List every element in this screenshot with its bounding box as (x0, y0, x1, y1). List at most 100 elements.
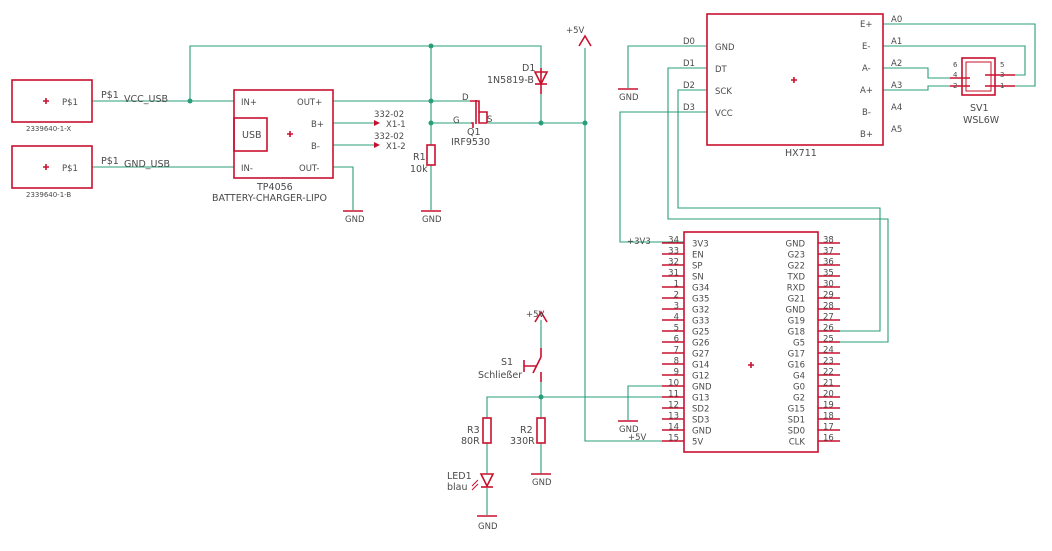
esp32-pin-number: 29 (823, 291, 834, 301)
esp32-module: 3V334EN33SP32SN31G341G352G323G334G255G26… (662, 231, 840, 453)
svg-text:R2: R2 (520, 425, 533, 436)
svg-text:4: 4 (953, 71, 958, 79)
svg-text:332-02: 332-02 (374, 132, 404, 142)
net-vcc-usb-label: VCC_USB (124, 94, 168, 105)
svg-text:A2: A2 (891, 59, 902, 69)
esp32-pin-number: 22 (823, 368, 834, 378)
esp32-pin-name: G32 (692, 306, 709, 316)
svg-text:LED1: LED1 (447, 471, 472, 482)
svg-text:GND: GND (532, 478, 552, 488)
tp4056-value: BATTERY-CHARGER-LIPO (212, 193, 327, 204)
net-pin-label: P$1 (101, 156, 119, 167)
svg-text:A0: A0 (891, 15, 902, 25)
esp32-pin-name: SD0 (788, 427, 805, 437)
svg-text:OUT-: OUT- (299, 164, 319, 174)
connector-vcc-usb: P$1 P$1 VCC_USB 2339640-1-X (11, 79, 168, 133)
svg-text:R1: R1 (413, 152, 426, 163)
esp32-pin-name: SD1 (788, 416, 805, 426)
esp32-pin-name: 5V (692, 438, 703, 448)
esp32-pin-name: G26 (692, 339, 709, 349)
esp32-pin-name: RXD (787, 284, 806, 294)
esp32-pin-number: 23 (823, 357, 834, 367)
esp32-pin-number: 38 (823, 236, 834, 246)
esp32-pin-name: G5 (793, 339, 805, 349)
esp32-pin-number: 10 (668, 379, 679, 389)
svg-text:A5: A5 (891, 125, 902, 135)
svg-text:332-02: 332-02 (374, 110, 404, 120)
svg-text:1: 1 (1000, 82, 1004, 90)
svg-text:A1: A1 (891, 37, 902, 47)
svg-text:Schließer: Schließer (478, 370, 522, 381)
resistor-r2: R2 330R (510, 417, 546, 447)
esp32-pin-number: 20 (823, 390, 834, 400)
esp32-pin-number: 9 (674, 368, 679, 378)
esp32-pin-name: G18 (788, 328, 805, 338)
esp32-pin-number: 19 (823, 401, 834, 411)
svg-text:E+: E+ (860, 20, 873, 30)
esp32-pin-name: G4 (793, 372, 805, 382)
esp32-pin-number: 26 (823, 324, 834, 334)
esp32-pin-number: 24 (823, 346, 834, 356)
esp32-pin-name: GND (786, 240, 806, 250)
d1-value: 1N5819-B (487, 75, 534, 86)
esp32-pin-name: G22 (788, 262, 805, 272)
resistor-r3: R3 80R (461, 417, 492, 447)
esp32-pin-name: TXD (786, 273, 805, 283)
esp32-pin-name: SN (692, 273, 704, 283)
diode-d1: D1 1N5819-B (487, 63, 549, 94)
esp32-pin-name: G17 (788, 350, 805, 360)
esp32-pin-name: GND (786, 306, 806, 316)
esp32-pin-name: G25 (692, 328, 709, 338)
switch-s1: S1 Schließer (478, 348, 542, 382)
svg-text:D: D (462, 93, 469, 103)
hx711-module: HX711 GND DT SCK VCC D0 D1 D2 D3 E+ E- A… (683, 13, 902, 159)
esp32-pin-number: 12 (668, 401, 679, 411)
q1-name: Q1 (467, 127, 481, 138)
svg-text:blau: blau (447, 482, 468, 493)
esp32-pin-name: SD3 (692, 416, 709, 426)
svg-text:3: 3 (1000, 71, 1004, 79)
svg-text:80R: 80R (461, 436, 480, 447)
esp32-pin-number: 34 (668, 236, 679, 246)
esp32-pin-number: 36 (823, 258, 834, 268)
tp4056-name: TP4056 (256, 182, 293, 193)
esp32-pin-name: EN (692, 251, 704, 261)
svg-text:A4: A4 (891, 103, 902, 113)
svg-text:A+: A+ (860, 86, 873, 96)
esp32-pin-number: 2 (674, 291, 679, 301)
svg-text:10k: 10k (410, 164, 428, 175)
svg-text:SV1: SV1 (970, 103, 989, 114)
esp32-pin-number: 30 (823, 280, 834, 290)
wires (92, 23, 1036, 515)
esp32-pin-name: GND (692, 383, 712, 393)
esp32-pin-number: 16 (823, 434, 834, 444)
connector-pin-label: P$1 (62, 98, 78, 108)
esp32-pin-number: 27 (823, 313, 834, 323)
svg-text:VCC: VCC (715, 109, 733, 119)
resistor-r1: R1 10k (410, 144, 436, 175)
esp32-pin-number: 3 (674, 302, 679, 312)
esp32-pin-name: G16 (788, 361, 805, 371)
svg-text:+3V3: +3V3 (627, 237, 651, 247)
svg-text:D2: D2 (683, 81, 695, 91)
connector-pin-label: P$1 (62, 164, 78, 174)
svg-text:A3: A3 (891, 81, 902, 91)
svg-text:330R: 330R (510, 436, 535, 447)
svg-text:S1: S1 (501, 357, 513, 368)
esp32-pin-number: 14 (668, 423, 679, 433)
esp32-pin-name: CLK (789, 438, 806, 448)
svg-text:B-: B- (862, 108, 871, 118)
svg-text:+5V: +5V (526, 310, 545, 320)
esp32-pin-name: G14 (692, 361, 709, 371)
q1-value: IRF9530 (451, 137, 490, 148)
esp32-pin-number: 25 (823, 335, 834, 345)
esp32-pin-number: 21 (823, 379, 834, 389)
esp32-pin-name: GND (692, 427, 712, 437)
esp32-pin-name: G15 (788, 405, 805, 415)
svg-text:GND: GND (478, 522, 498, 532)
esp32-left-pins: 3V334EN33SP32SN31G341G352G323G334G255G26… (662, 236, 712, 448)
svg-text:E-: E- (862, 42, 870, 52)
svg-text:X1-2: X1-2 (386, 142, 406, 152)
